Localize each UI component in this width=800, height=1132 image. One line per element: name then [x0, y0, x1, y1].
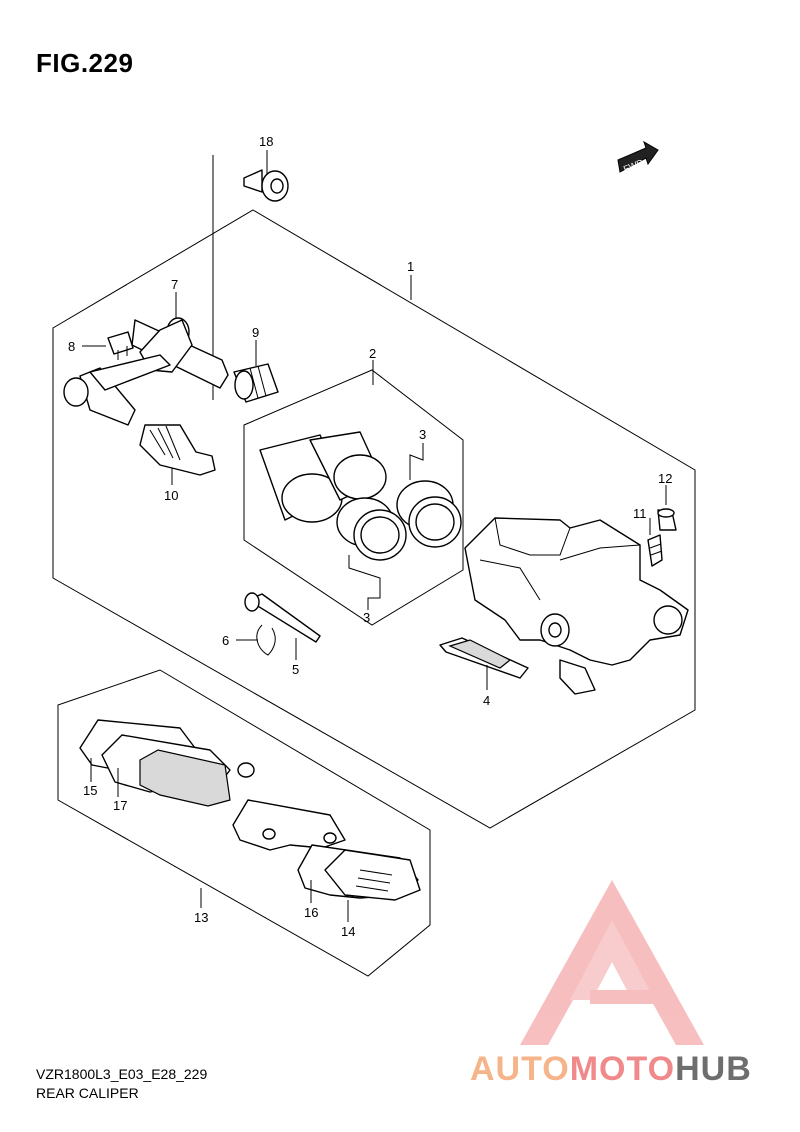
section-name: REAR CALIPER [36, 1085, 139, 1101]
label-10: 10 [164, 488, 178, 503]
bleeder-valve-11 [647, 534, 663, 567]
caliper-body [464, 517, 689, 695]
label-9: 9 [252, 325, 259, 340]
label-17: 17 [113, 798, 127, 813]
leader-line-3b [348, 555, 381, 610]
brake-pads-upper [79, 719, 255, 807]
label-18: 18 [259, 134, 273, 149]
model-code: VZR1800L3_E03_E28_229 [36, 1066, 208, 1082]
label-7: 7 [171, 277, 178, 292]
clip-8 [107, 331, 134, 360]
label-1: 1 [407, 259, 414, 274]
label-13: 13 [194, 910, 208, 925]
watermark-text-hub: HUB [675, 1050, 752, 1088]
label-4: 4 [483, 693, 490, 708]
pad-set-outline [57, 669, 431, 977]
label-11: 11 [633, 506, 647, 521]
label-5: 5 [292, 662, 299, 677]
leader-line-3a [409, 443, 424, 480]
piston-set-outline [243, 369, 464, 626]
label-16: 16 [304, 905, 318, 920]
clip-6 [256, 624, 276, 656]
pad-pin-5 [244, 592, 321, 643]
caliper-assembly-outline [52, 209, 696, 829]
boot-10 [139, 424, 216, 476]
label-15: 15 [83, 783, 97, 798]
label-3-upper: 3 [419, 427, 426, 442]
seals-3 [336, 480, 462, 561]
pad-spring-4 [439, 637, 529, 679]
brake-pads-lower [232, 799, 421, 901]
pistons [259, 431, 387, 523]
label-14: 14 [341, 924, 355, 939]
watermark-logo [520, 880, 704, 1045]
slide-pin-7 [131, 317, 229, 389]
label-2: 2 [369, 346, 376, 361]
bolt-18 [243, 169, 289, 202]
label-6: 6 [222, 633, 229, 648]
fwd-arrow-icon: FWD [617, 140, 659, 174]
label-8: 8 [68, 339, 75, 354]
label-12: 12 [658, 471, 672, 486]
watermark-text-moto: MOTO [569, 1050, 676, 1088]
bleeder-cap-12 [657, 508, 677, 531]
watermark-text: AUTOMOTOHUB [470, 1050, 752, 1089]
boot-9 [233, 363, 279, 403]
figure-title: FIG.229 [36, 48, 134, 78]
watermark-text-auto: AUTO [470, 1050, 570, 1088]
bracket-pin [63, 354, 171, 426]
label-3-lower: 3 [363, 610, 370, 625]
